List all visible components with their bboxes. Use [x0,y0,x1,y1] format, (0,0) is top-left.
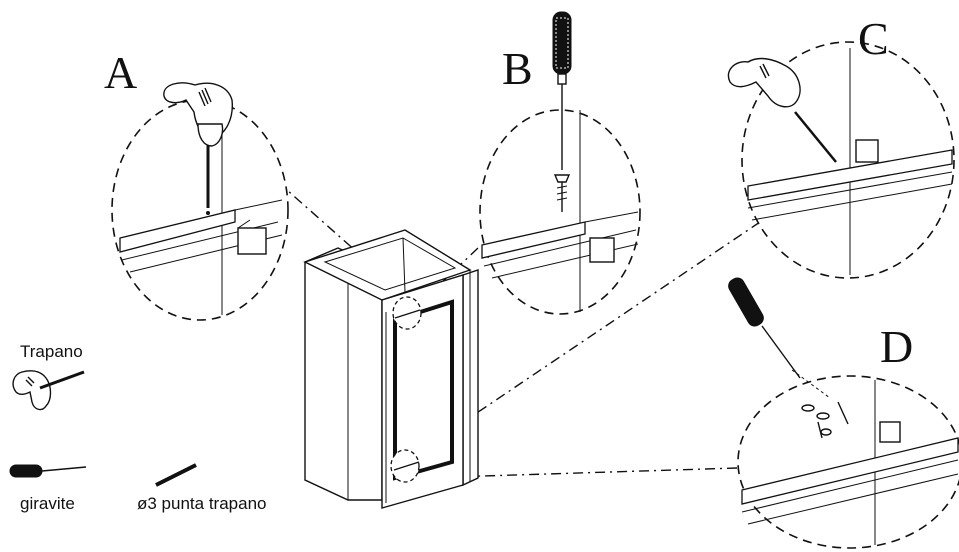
step-label-c: C [858,13,889,64]
drill-icon [12,370,85,411]
legend-drill-bit-label: ø3 punta trapano [137,494,266,513]
detail-c [727,41,955,279]
detail-b [479,109,641,315]
step-label-b: B [502,43,533,94]
legend-drill-label: Trapano [20,342,83,361]
detail-a [111,82,289,321]
detail-d [737,369,959,549]
shower-enclosure [303,229,479,509]
screwdriver-b [552,11,572,170]
step-label-a: A [104,47,137,98]
legend: Trapano giravite ø3 punta trapano [9,342,266,513]
screwdriver-d [728,277,801,379]
screwdriver-icon [9,464,87,478]
step-label-d: D [880,321,913,372]
legend-screwdriver-label: giravite [20,494,75,513]
drill-bit-icon [155,463,197,487]
